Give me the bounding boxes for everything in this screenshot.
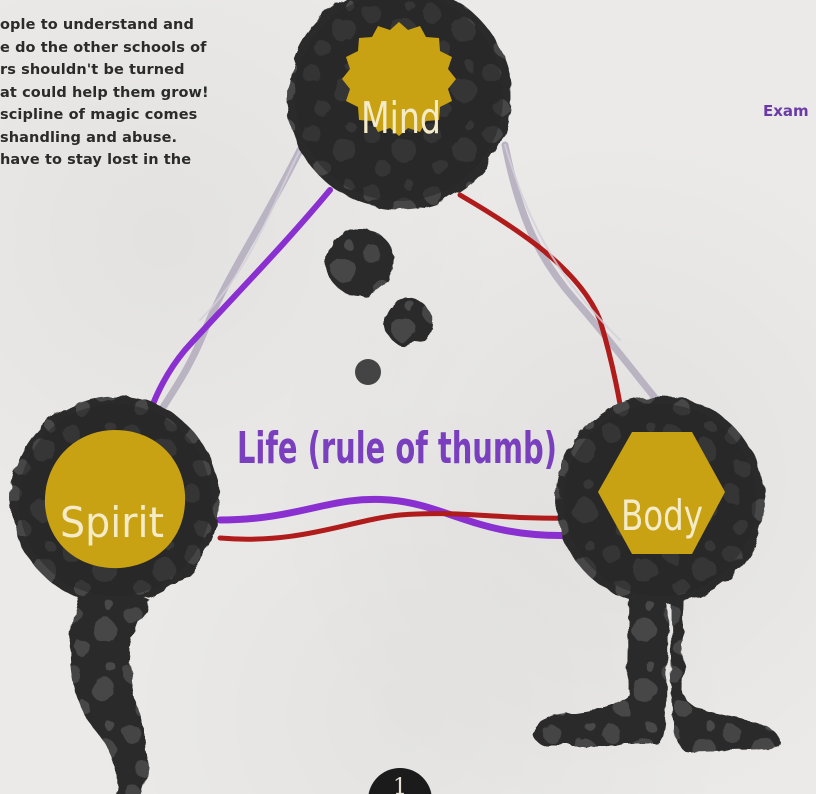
ink-drip-tail-icon — [69, 590, 150, 794]
body-label: Body — [621, 491, 703, 540]
spirit-node: Spirit — [11, 396, 219, 794]
mind-node: Mind — [287, 0, 511, 209]
thread-mind-body — [460, 145, 665, 435]
diagram-title: Life (rule of thumb) — [237, 423, 557, 474]
ink-bubbles — [326, 228, 432, 385]
body-node: Body — [533, 396, 780, 752]
spirit-label: Spirit — [60, 498, 164, 547]
thread-spirit-body — [220, 499, 580, 539]
mind-label: Mind — [361, 93, 441, 144]
page-number: 1 — [393, 775, 407, 794]
page-marker: 1 — [368, 768, 432, 794]
thread-mind-spirit — [140, 150, 330, 440]
